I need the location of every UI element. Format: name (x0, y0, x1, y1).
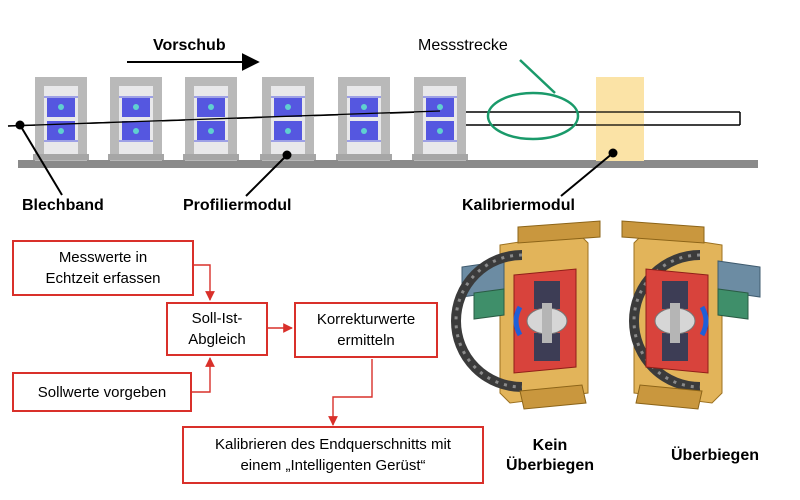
bending-ring (451, 250, 523, 392)
roll-stand (33, 77, 89, 161)
flow-box-setpoints: Sollwerte vorgeben (12, 372, 192, 412)
side-plate (473, 288, 505, 320)
top-bar (517, 220, 601, 244)
calibration-module-label: Kalibriermodul (462, 197, 575, 214)
base-plate (519, 384, 587, 410)
roll-forming-module-label: Profiliermodul (183, 197, 292, 214)
calibration-stand-no-overbend (451, 220, 601, 410)
rotation-arrow (513, 305, 523, 337)
spindle (670, 303, 680, 343)
roll-stand (108, 77, 164, 161)
top-bar (621, 220, 705, 244)
measurement-leader (519, 59, 556, 94)
flow-box-comparison: Soll-Ist- Abgleich (166, 302, 268, 356)
caption-overbend: Überbiegen (670, 447, 759, 464)
roll-stand (412, 77, 468, 161)
base-rail (18, 160, 758, 168)
flow-connectors (192, 264, 373, 426)
measurement-section-label: Messstrecke (418, 37, 508, 54)
bending-ring (629, 250, 701, 392)
caption-no-overbend: Kein Überbiegen (505, 437, 594, 474)
leader-profiliermodul (245, 150, 292, 197)
leader-kalibriermodul (560, 148, 618, 197)
flow-box-measure: Messwerte in Echtzeit erfassen (12, 240, 194, 296)
flow-box-calibrate: Kalibrieren des Endquerschnitts mit eine… (182, 426, 484, 484)
rotation-arrow (699, 305, 709, 337)
calibration-module-block (596, 77, 644, 161)
side-plate (717, 288, 749, 320)
measurement-section-ellipse (486, 91, 580, 141)
roll-stands (33, 77, 468, 161)
roll-stand (336, 77, 392, 161)
flow-box-corrections: Korrekturwerte ermitteln (294, 302, 438, 358)
feed-label: Vorschub (153, 37, 226, 54)
roll-stand (260, 77, 316, 161)
spindle (542, 303, 552, 343)
sheet-strip-label: Blechband (22, 197, 104, 214)
calibration-stand-overbend (621, 220, 761, 410)
sheet-strip-front (7, 110, 441, 127)
base-plate (635, 384, 703, 410)
leader-blechband (15, 120, 63, 196)
